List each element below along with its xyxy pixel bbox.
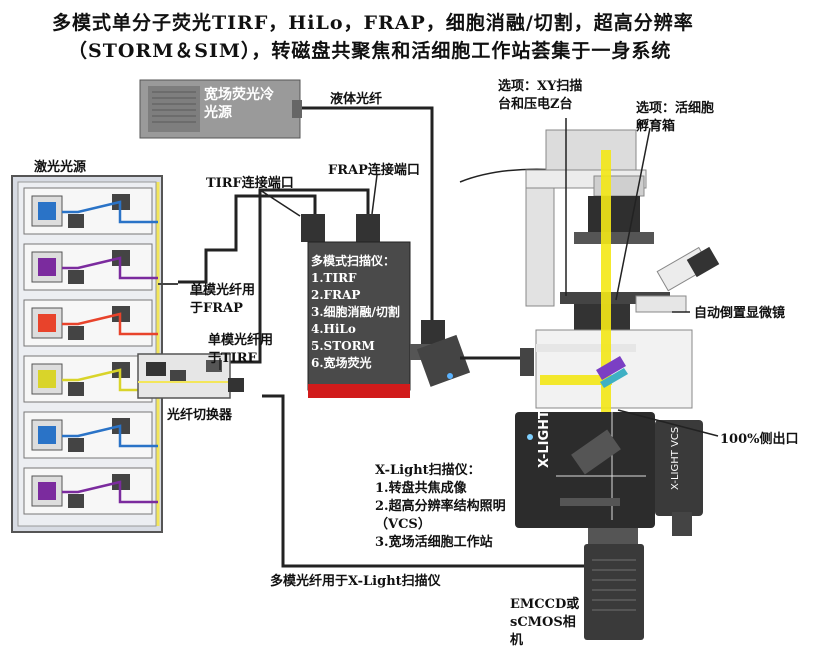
- multi-mode-scanner: [301, 214, 434, 398]
- multi-mode-scanner-list: 多模式扫描仪： 1.TIRF 2.FRAP 3.细胞消融/切割 4.HiLo 5…: [311, 253, 401, 372]
- frap-port-label: FRAP连接端口: [328, 163, 420, 178]
- inverted-microscope: [459, 129, 720, 412]
- laser-module: [23, 187, 158, 235]
- scanner-item: 2.FRAP: [311, 288, 361, 302]
- xy-stage-option-label: 选项：XY扫描台和压电Z台: [498, 79, 583, 112]
- x-light-scanner: X-LIGHT X-LIGHT VCS: [515, 410, 703, 536]
- scanner-item: 5.STORM: [311, 339, 375, 353]
- fiber-switch: [137, 353, 244, 399]
- side-port-label: 100%侧出口: [720, 432, 799, 447]
- laser-source-label: 激光光源: [34, 160, 87, 175]
- scanner-item: 6.宽场荧光: [311, 356, 372, 370]
- x-light-item: 2.超高分辨率结构照明（VCS）: [375, 499, 506, 532]
- scanner-item: 1.TIRF: [311, 271, 357, 285]
- multimode-fiber-line: [262, 394, 597, 568]
- liquid-fiber-line: [302, 106, 434, 320]
- camera: [584, 528, 644, 640]
- laser-module: [23, 355, 158, 403]
- laser-module: [23, 411, 158, 459]
- x-light-scanner-list: X-Light扫描仪： 1.转盘共焦成像 2.超高分辨率结构照明（VCS） 3.…: [375, 462, 540, 552]
- laser-module: [23, 243, 158, 291]
- camera-label: EMCCD或sCMOS相机: [510, 597, 580, 648]
- scanner-item: 3.细胞消融/切割: [311, 305, 400, 319]
- wide-field-source-label: 宽场荧光冷光源: [204, 87, 274, 121]
- laser-modules: [23, 187, 158, 515]
- x-light-item: 1.转盘共焦成像: [375, 481, 467, 496]
- frap-fiber-line: [178, 194, 317, 284]
- multimode-fiber-label: 多模光纤用于X-Light扫描仪: [270, 574, 441, 589]
- x-light-vcs-text: X-LIGHT VCS: [670, 427, 681, 490]
- liquid-fiber-label: 液体光纤: [330, 92, 383, 107]
- scanner-item: 4.HiLo: [311, 322, 356, 336]
- tirf-port-label: TIRF连接端口: [206, 176, 294, 191]
- liquid-fiber-coupler: [416, 320, 471, 387]
- fiber-switch-label: 光纤切换器: [167, 408, 233, 423]
- laser-module: [23, 467, 158, 515]
- title-line-2: （STORM＆SIM），转磁盘共聚焦和活细胞工作站荟集于一身系统: [68, 40, 672, 62]
- leader-lines: [190, 118, 719, 437]
- x-light-item: 3.宽场活细胞工作站: [375, 535, 493, 550]
- title-line-1: 多模式单分子荧光TIRF，HiLo，FRAP，细胞消融/切割，超高分辨率: [52, 12, 694, 34]
- scanner-list-title: 多模式扫描仪：: [311, 254, 396, 268]
- x-light-brand-text: X-LIGHT: [537, 410, 552, 468]
- x-light-list-title: X-Light扫描仪：: [375, 463, 481, 478]
- incubator-option-label: 选项：活细胞孵育箱: [636, 101, 715, 134]
- microscope-label: 自动倒置显微镜: [694, 306, 786, 321]
- laser-module: [23, 299, 158, 347]
- wide-field-light-source: [139, 79, 302, 139]
- single-mode-fiber-frap-label: 单模光纤用于FRAP: [190, 283, 256, 316]
- single-mode-fiber-tirf-label: 单模光纤用于TIRF: [208, 333, 274, 366]
